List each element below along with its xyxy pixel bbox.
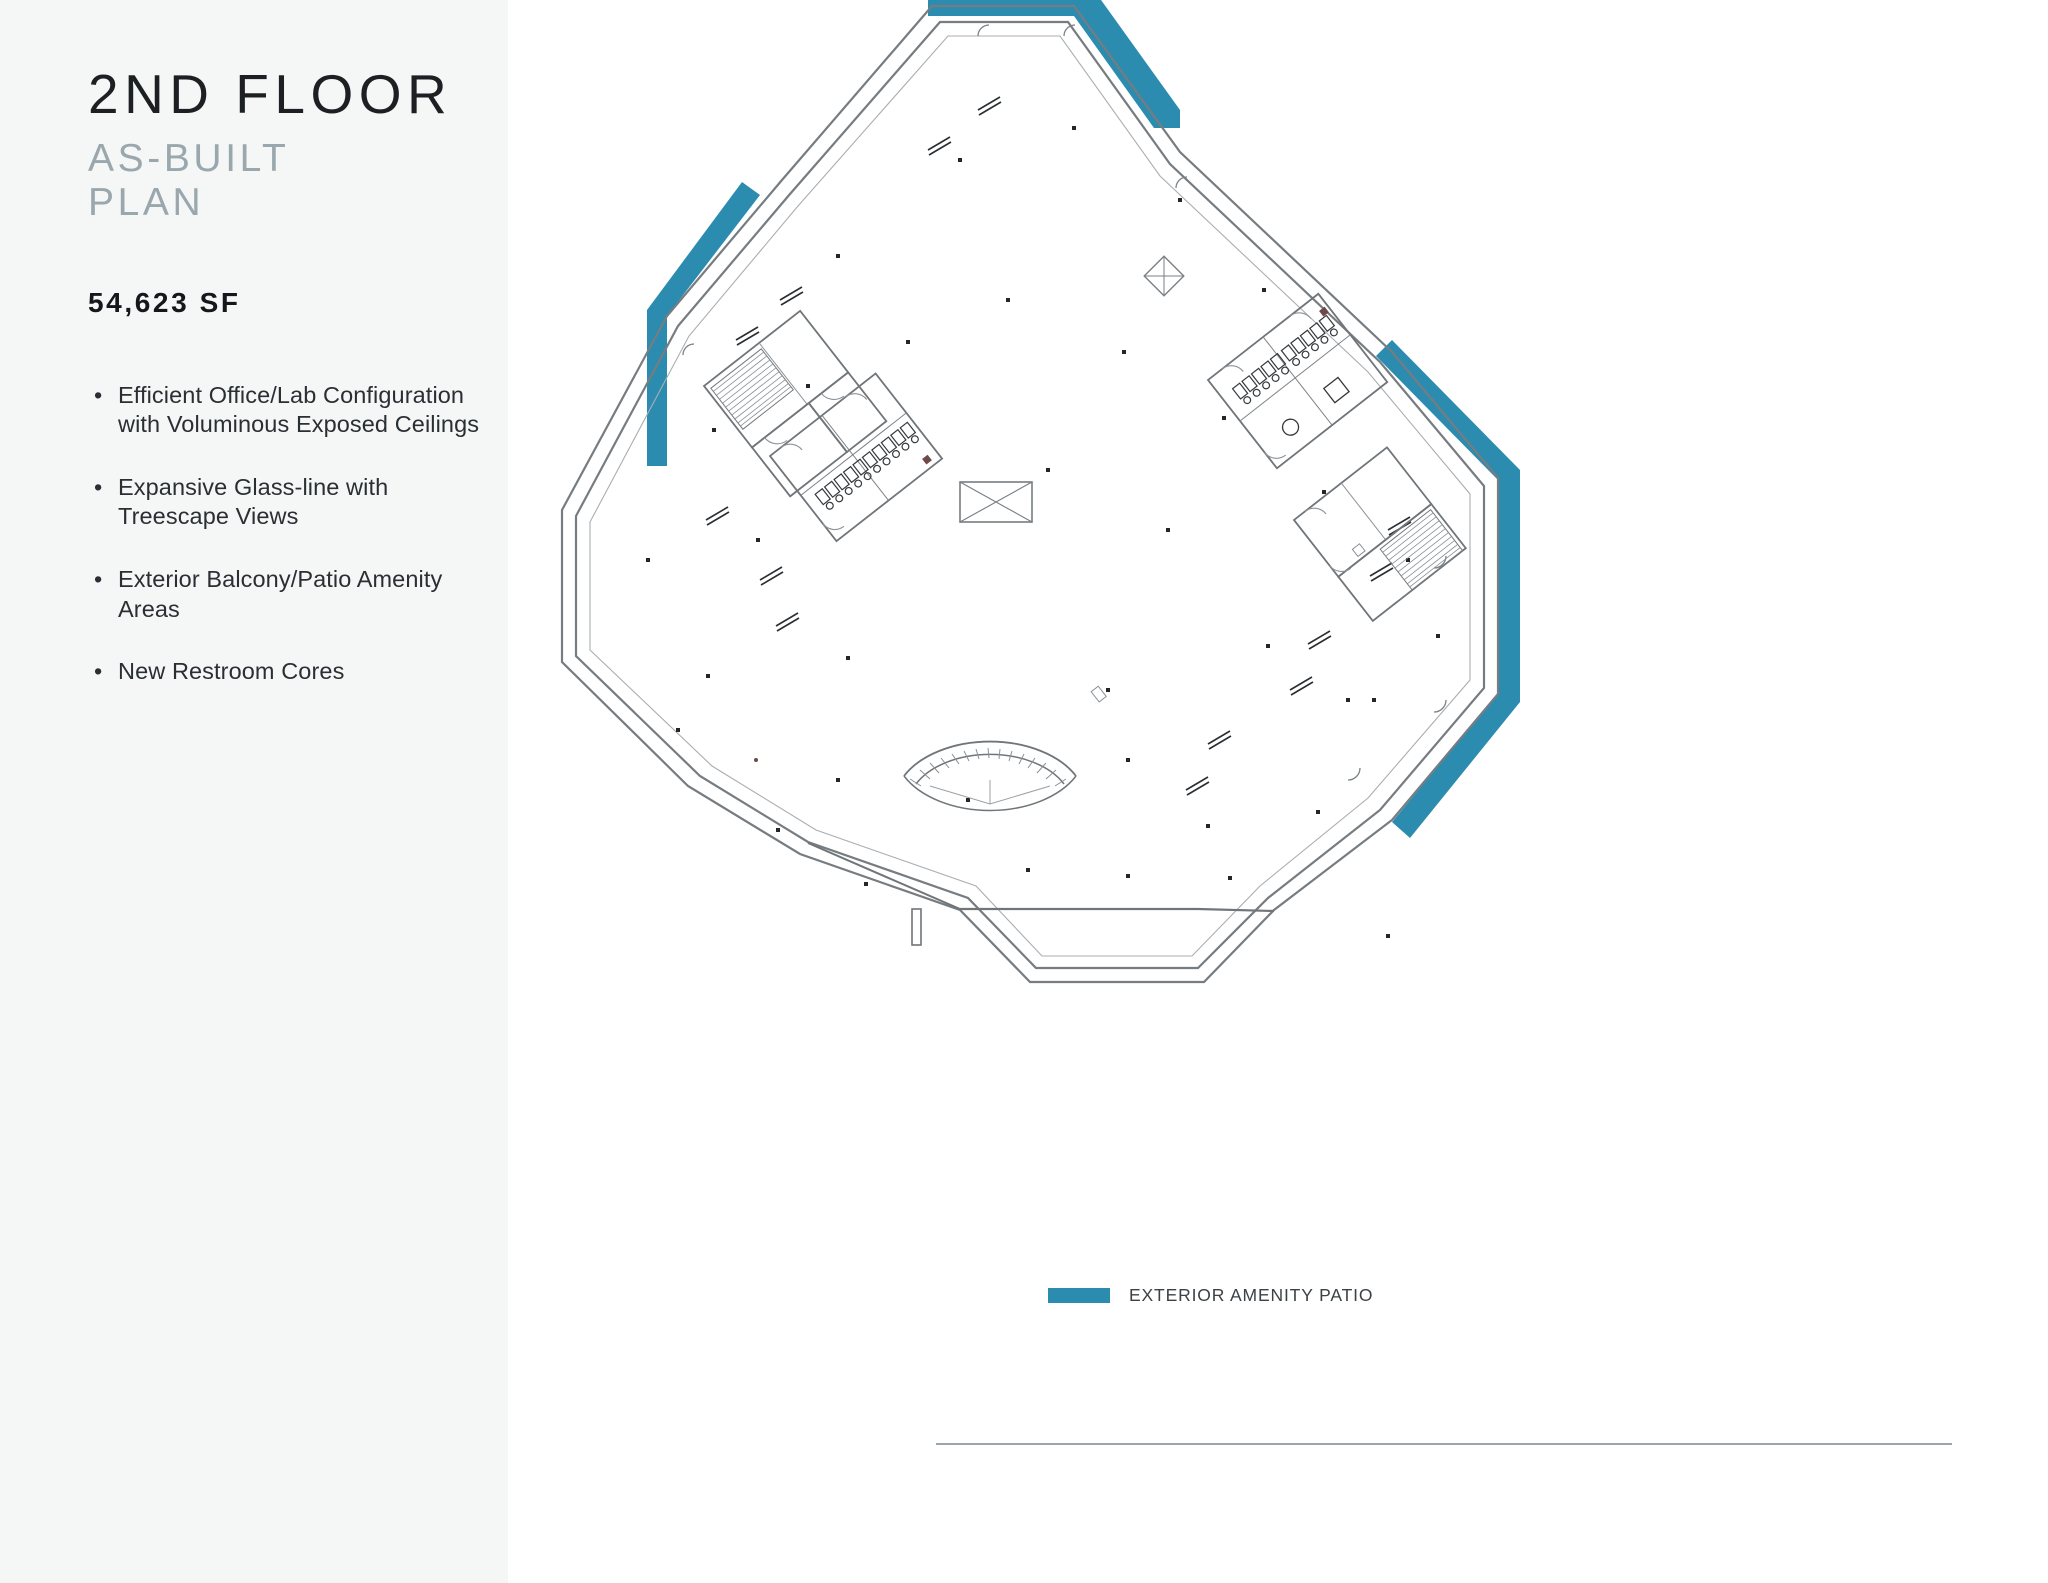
feature-item: • New Restroom Cores	[88, 657, 488, 687]
feature-text: Efficient Office/Lab Configuration with …	[118, 381, 480, 438]
feature-text: Exterior Balcony/Patio Amenity Areas	[118, 565, 443, 622]
bottom-divider	[936, 1443, 1952, 1445]
legend-label: EXTERIOR AMENITY PATIO	[1129, 1285, 1374, 1305]
feature-item: • Expansive Glass-line with Treescape Vi…	[88, 473, 488, 532]
east-stair-core	[1292, 446, 1468, 623]
bullet-icon: •	[94, 473, 103, 500]
info-panel: 2ND FLOOR AS-BUILT PLAN 54,623 SF • Effi…	[0, 0, 508, 1583]
west-core	[702, 309, 888, 498]
north-wall-openings	[977, 24, 1188, 189]
page-subtitle-line2: PLAN	[88, 180, 205, 224]
legend: EXTERIOR AMENITY PATIO	[1048, 1285, 1373, 1306]
curved-stair	[903, 740, 1077, 812]
bullet-icon: •	[94, 381, 103, 408]
west-restroom-core	[768, 372, 944, 543]
east-wall-openings	[1347, 555, 1447, 781]
bullet-icon: •	[94, 565, 103, 592]
legend-swatch-exterior-amenity-patio	[1048, 1288, 1110, 1303]
page-title: 2ND FLOOR	[88, 63, 453, 125]
misc-plan-marks	[754, 543, 1366, 762]
east-restroom-core	[1206, 292, 1389, 470]
upper-shaft	[1143, 255, 1185, 297]
floor-plan-drawing	[560, 0, 1520, 984]
plan-area: EXTERIOR AMENITY PATIO	[508, 0, 2048, 1583]
south-partition	[807, 842, 1275, 946]
exterior-amenity-patios	[647, 0, 1520, 838]
feature-text: Expansive Glass-line with Treescape View…	[118, 473, 389, 530]
west-support-room	[750, 371, 888, 498]
center-elevator	[959, 481, 1033, 523]
info-panel-content: 2ND FLOOR AS-BUILT PLAN 54,623 SF • Effi…	[88, 63, 488, 687]
east-patio	[1376, 340, 1520, 838]
building-perimeter	[560, 4, 1500, 984]
north-patio	[928, 0, 1180, 128]
square-footage: 54,623 SF	[88, 286, 241, 318]
west-patio	[647, 182, 760, 466]
feature-list: • Efficient Office/Lab Configuration wit…	[88, 381, 488, 687]
west-wall-openings	[682, 343, 695, 356]
feature-item: • Efficient Office/Lab Configuration wit…	[88, 381, 488, 440]
interior-glass-line	[589, 35, 1471, 957]
feature-item: • Exterior Balcony/Patio Amenity Areas	[88, 565, 488, 624]
page-subtitle-line1: AS-BUILT	[88, 137, 290, 181]
bullet-icon: •	[94, 658, 103, 685]
feature-text: New Restroom Cores	[118, 658, 345, 685]
